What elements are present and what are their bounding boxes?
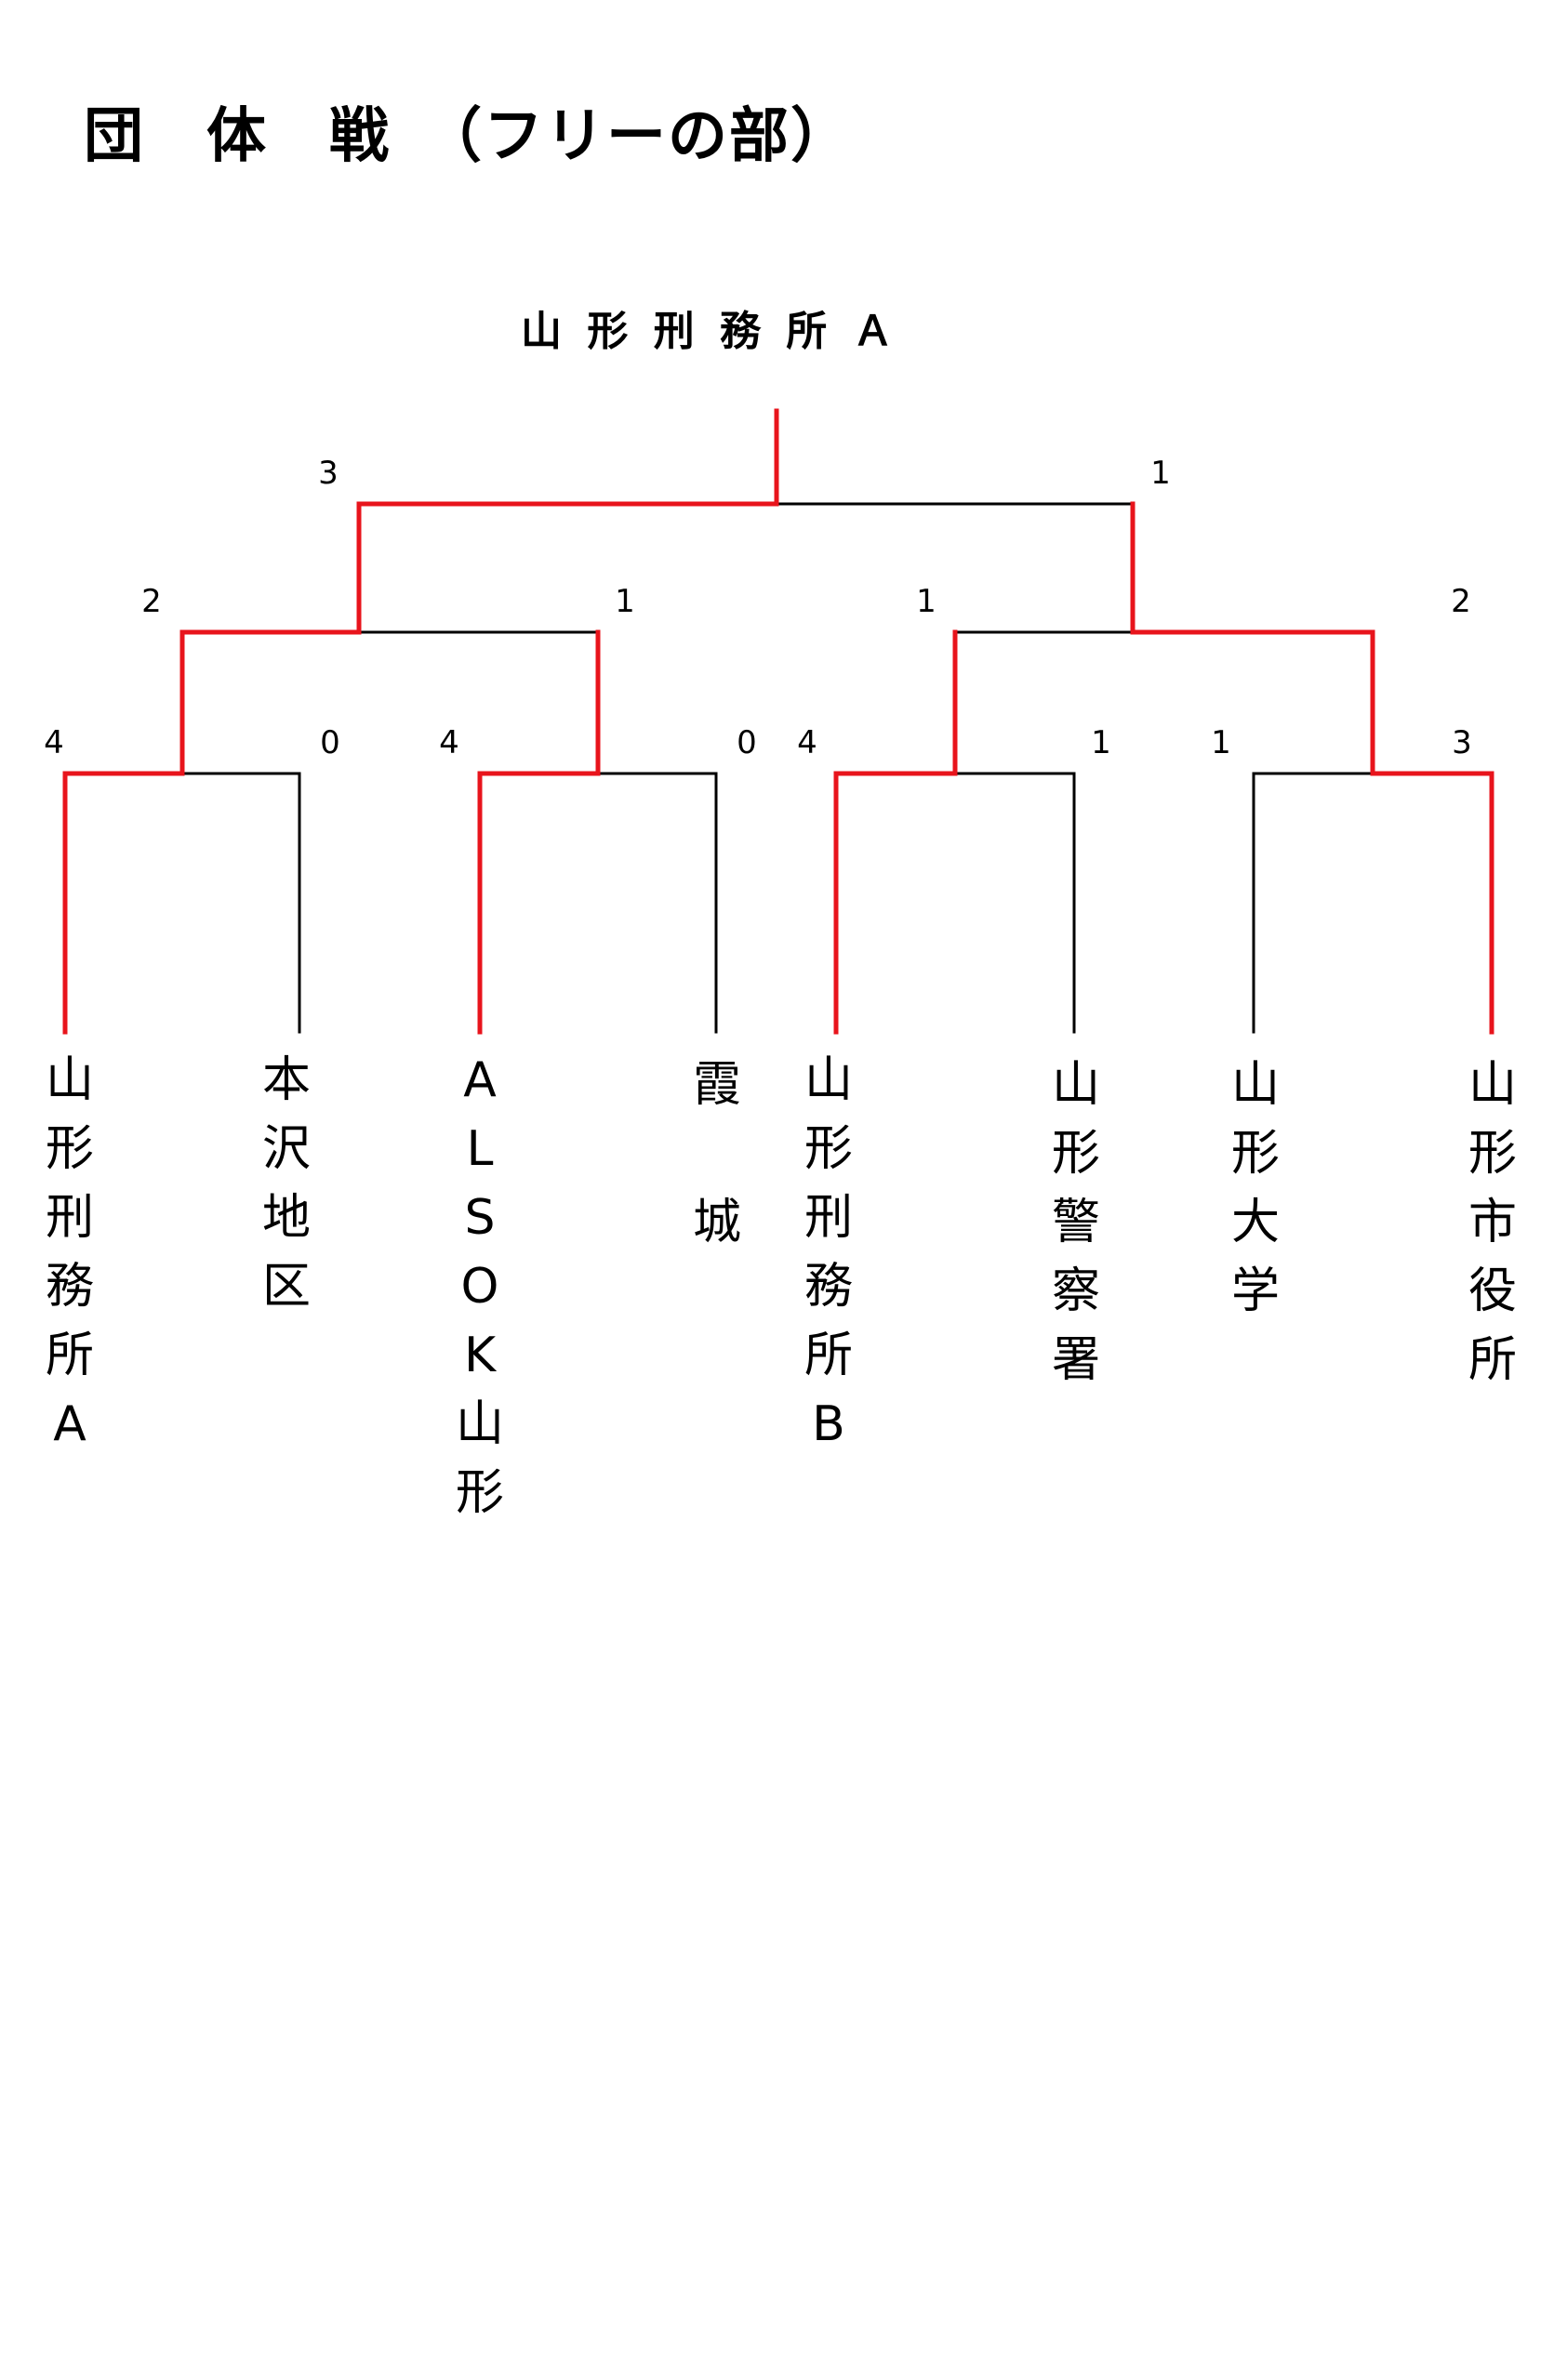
team-label: 本 沢 地 区 <box>261 1052 311 1315</box>
score-label: 2 <box>141 583 162 620</box>
team-label: 山 形 警 察 署 <box>1051 1057 1100 1388</box>
score-label: 4 <box>44 724 64 761</box>
score-label: 2 <box>1451 583 1471 620</box>
score-label: 3 <box>318 455 339 492</box>
score-label: 1 <box>916 583 936 620</box>
team-label: 山 形 刑 務 所 A <box>45 1052 94 1452</box>
score-label: 1 <box>1150 455 1171 492</box>
score-label: 1 <box>1091 724 1111 761</box>
score-label: 3 <box>1452 724 1472 761</box>
team-label: 霞 城 <box>692 1057 741 1250</box>
score-label: 0 <box>320 724 340 761</box>
score-label: 1 <box>1211 724 1231 761</box>
champion-name: 山 形 刑 務 所 Ａ <box>521 308 899 355</box>
team-label: 山 形 刑 務 所 B <box>804 1052 853 1452</box>
bracket-scores: 4 0 4 0 4 1 1 3 2 1 1 2 3 1 <box>44 455 1472 761</box>
score-label: 4 <box>797 724 817 761</box>
score-label: 1 <box>615 583 635 620</box>
score-label: 4 <box>439 724 459 761</box>
page-title: 団 体 戦 （フリーの部） <box>84 102 852 171</box>
team-label: A L S O K 山 形 <box>455 1052 504 1521</box>
team-label: 山 形 大 学 <box>1230 1057 1280 1319</box>
bracket-lines <box>62 408 1494 1035</box>
team-label: 山 形 市 役 所 <box>1468 1057 1517 1388</box>
score-label: 0 <box>737 724 757 761</box>
